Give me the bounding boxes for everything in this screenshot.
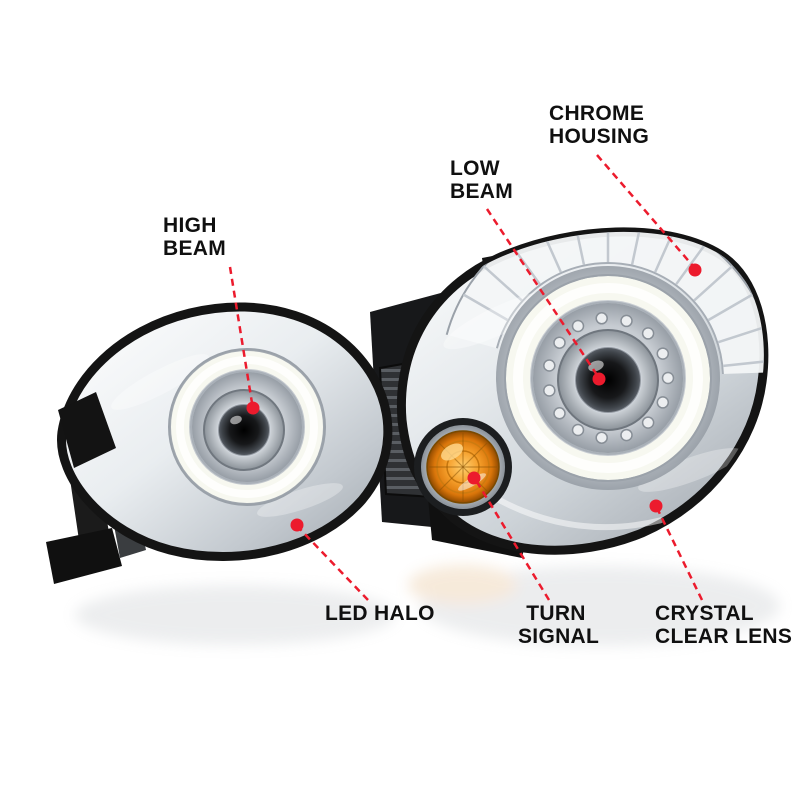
low-beam-projector [496, 266, 720, 490]
label-led-halo-line1: LED HALO [325, 602, 435, 625]
led-dot-ring [543, 312, 675, 444]
label-led-halo: LED HALO [325, 602, 435, 625]
label-low-beam-line2: BEAM [450, 180, 514, 203]
callout-dot-chrome-housing [688, 263, 702, 277]
label-high-beam: HIGH BEAM [163, 214, 226, 260]
label-chrome-housing-line1: CHROME [549, 102, 645, 125]
label-turn-signal: TURN SIGNAL [518, 602, 600, 648]
callout-line-crystal-clear-lens [656, 509, 704, 601]
label-high-beam-line2: BEAM [163, 237, 227, 260]
callout-line-led-halo [299, 528, 369, 601]
left-headlight [57, 302, 393, 561]
label-crystal-clear-lens-line2: CLEAR LENS [655, 625, 793, 648]
callout-line-high-beam [228, 266, 254, 404]
label-crystal-clear-lens-line1: CRYSTAL [655, 602, 754, 625]
left-end-cap [58, 392, 116, 468]
callout-line-low-beam [485, 208, 599, 376]
label-chrome-housing-line2: HOUSING [549, 125, 650, 148]
callout-dot-low-beam [592, 372, 606, 386]
turn-signal-bulb [414, 418, 512, 516]
label-turn-signal-line1: TURN [526, 602, 586, 625]
projector-lens-left [218, 404, 270, 456]
callout-dot-turn-signal [467, 471, 481, 485]
callout-dots [246, 263, 702, 532]
callout-line-chrome-housing [596, 154, 694, 267]
high-beam-projector [168, 348, 326, 506]
right-headlight [396, 227, 769, 555]
label-low-beam: LOW BEAM [450, 157, 513, 203]
label-crystal-clear-lens: CRYSTAL CLEAR LENS [655, 602, 792, 648]
left-lens-glare [111, 354, 343, 517]
label-chrome-housing: CHROME HOUSING [549, 102, 649, 148]
label-high-beam-line1: HIGH [163, 214, 217, 237]
label-turn-signal-line2: SIGNAL [518, 625, 600, 648]
label-low-beam-line1: LOW [450, 157, 500, 180]
callout-dot-led-halo [290, 518, 304, 532]
callout-dot-crystal-clear-lens [649, 499, 663, 513]
callout-lines [228, 154, 704, 601]
callout-dot-high-beam [246, 401, 260, 415]
floor-reflection [75, 565, 780, 646]
